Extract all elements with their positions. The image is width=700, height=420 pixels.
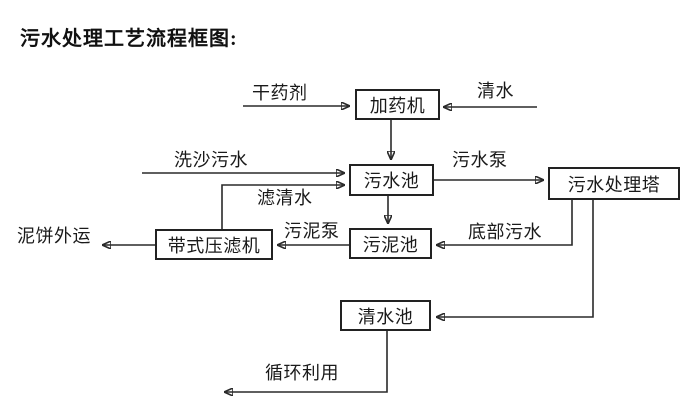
node-clean-water-pool: 清水池 [340,300,431,331]
arrow-filtered-water-to-sewage-pool [221,185,345,229]
node-sewage-pool: 污水池 [349,164,434,196]
edge-label-mud-cake-out: 泥饼外运 [17,226,91,246]
node-dosing-machine-label: 加药机 [369,95,426,116]
node-sludge-pool: 污泥池 [349,228,432,259]
node-clean-water-pool-label: 清水池 [357,306,414,327]
node-sludge-pool-label: 污泥池 [362,234,419,255]
edge-label-sewage-pump: 污水泵 [452,150,508,170]
diagram-title: 污水处理工艺流程框图: [20,28,238,50]
node-belt-filter-press: 带式压滤机 [155,229,273,260]
edge-label-sludge-pump: 污泥泵 [284,221,340,241]
node-treatment-tower: 污水处理塔 [548,167,680,200]
edge-label-sand-washing-sewage: 洗沙污水 [174,150,248,170]
node-treatment-tower-label: 污水处理塔 [567,174,661,195]
arrow-treatment-tower-to-clean-water-pool [436,200,594,317]
edge-label-recycle-use: 循环利用 [265,363,339,383]
edge-label-filtered-water: 滤清水 [257,188,313,208]
node-sewage-pool-label: 污水池 [363,171,420,191]
edge-label-dry-chemical: 干药剂 [252,83,308,103]
arrow-bottom-sewage-to-sludge-pool [436,200,573,245]
node-dosing-machine: 加药机 [355,89,440,120]
edge-label-clean-water: 清水 [477,81,514,101]
edge-label-bottom-sewage: 底部污水 [468,222,542,242]
node-belt-filter-press-label: 带式压滤机 [167,235,261,256]
arrow-clean-water-pool-to-recycle [224,331,388,392]
